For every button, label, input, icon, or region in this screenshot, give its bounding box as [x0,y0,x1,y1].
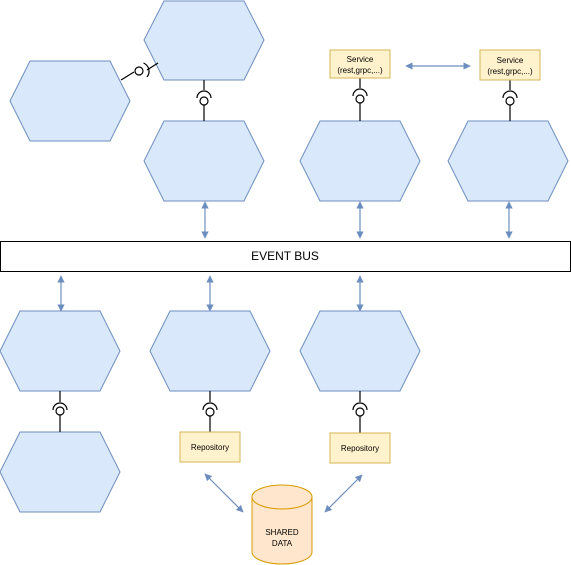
service-node-lower-3 [299,310,421,392]
shared-data-line1: SHARED [265,528,299,537]
repository-box-1-label: Repository [191,443,229,452]
service-node-bottom-left [0,431,121,513]
event-bus-label: EVENT BUS [251,249,319,263]
interface-connector [502,80,518,121]
interface-connector [196,80,212,121]
interface-connector [120,62,159,81]
service-box-1-title: Service [347,55,374,64]
interface-connector [352,391,368,433]
service-node-top-center [143,0,265,81]
shared-data-database: SHARED DATA [251,484,313,565]
event-bus: EVENT BUS [0,241,571,272]
interface-connector [202,391,218,432]
arrow-repository-to-database [324,474,363,513]
microservice-nodes [0,0,569,513]
repository-box-2-label: Repository [341,444,379,453]
service-node-upper-1 [143,120,265,202]
service-box-1-subtitle: (rest,grpc,...) [337,66,383,75]
interface-connector [352,78,368,121]
shared-data-line2: DATA [272,539,293,548]
service-node-top-left [9,60,131,142]
service-box-2-subtitle: (rest,grpc,...) [487,67,533,76]
interface-connectors [52,62,518,433]
connector-arrows [57,62,513,513]
service-node-upper-2 [299,120,421,202]
interface-connector [52,391,68,432]
service-box-1: Service (rest,grpc,...) [329,49,391,79]
service-node-upper-3 [447,120,569,202]
service-box-2: Service (rest,grpc,...) [479,49,541,81]
repository-box-1: Repository [179,431,241,463]
service-node-lower-1 [0,310,121,392]
arrow-repository-to-database [204,473,244,513]
repository-box-2: Repository [329,432,391,464]
service-box-2-title: Service [497,56,524,65]
service-node-lower-2 [149,310,271,392]
